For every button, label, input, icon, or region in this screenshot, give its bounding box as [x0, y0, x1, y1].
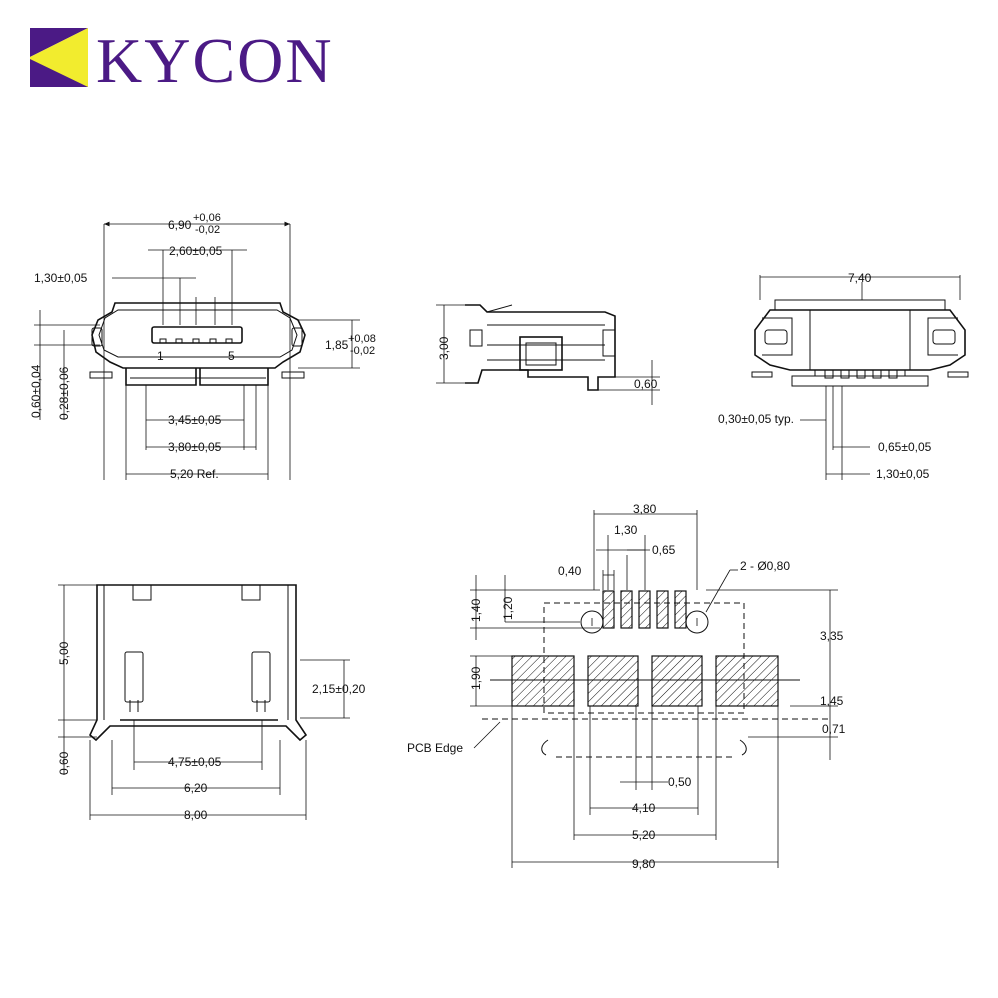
front-width-tol-plus: +0,06	[193, 212, 221, 224]
front-bottom1: 3,45±0,05	[168, 413, 222, 427]
side-view: 3,00 0,60	[436, 304, 660, 405]
fp-right1: 3,35	[820, 629, 844, 643]
fp-top-span: 3,80	[633, 502, 657, 516]
fp-pitch-pair: 1,30	[614, 523, 638, 537]
rear-pin-width: 0,30±0,05 typ.	[718, 412, 794, 426]
side-height: 3,00	[437, 336, 451, 360]
fp-pad-len: 1,40	[469, 598, 483, 622]
logo-triangle-purple-lower	[30, 59, 88, 87]
rear-span: 1,30±0,05	[876, 467, 930, 481]
top-right-height: 2,15±0,20	[312, 682, 366, 696]
top-foot: 0,60	[57, 751, 71, 775]
front-pin1-label: 1	[157, 349, 164, 363]
fp-center: 0,50	[668, 775, 692, 789]
rear-width: 7,40	[848, 271, 872, 285]
top-view: 5,00 0,60 2,15±0,20 4,75±0,05 6,20 8,00	[57, 584, 366, 822]
fp-span1: 4,10	[632, 801, 656, 815]
top-w1: 4,75±0,05	[168, 755, 222, 769]
front-width-tol-minus: -0,02	[195, 224, 220, 236]
front-width-main: 6,90	[168, 218, 192, 232]
pcb-footprint: 3,80 1,30 0,65 0,40 2 - Ø0,80 1,40 1,20 …	[407, 502, 846, 871]
top-length: 5,00	[57, 641, 71, 665]
front-height-tol-plus: +0,08	[348, 333, 376, 345]
top-w3: 8,00	[184, 808, 208, 822]
top-w2: 6,20	[184, 781, 208, 795]
front-pin5-label: 5	[228, 349, 235, 363]
fp-hole-off: 1,20	[501, 596, 515, 620]
front-height-right: 1,85	[325, 338, 349, 352]
rear-view: 7,40 0,30±0,05 typ. 0,65±0,05 1,30±0,05	[718, 271, 969, 481]
front-offset-left: 1,30±0,05	[34, 271, 88, 285]
front-height-tol-minus: -0,02	[350, 345, 375, 357]
front-left-v1: 0,60±0,04	[29, 364, 43, 418]
fp-span2: 5,20	[632, 828, 656, 842]
fp-pitch: 0,65	[652, 543, 676, 557]
fp-pcb-edge: PCB Edge	[407, 741, 463, 755]
front-view: 6,90 +0,06 -0,02 2,60±0,05 1,30±0,05 1,8…	[29, 212, 376, 481]
fp-pad-width: 0,40	[558, 564, 582, 578]
fp-holes: 2 - Ø0,80	[740, 559, 790, 573]
front-bottom3: 5,20 Ref.	[170, 467, 219, 481]
rear-pitch: 0,65±0,05	[878, 440, 932, 454]
side-foot: 0,60	[634, 377, 658, 391]
fp-right3: 0,71	[822, 722, 846, 736]
front-bottom2: 3,80±0,05	[168, 440, 222, 454]
fp-right2: 1,45	[820, 694, 844, 708]
fp-span3: 9,80	[632, 857, 656, 871]
kycon-logo: KYCON	[30, 25, 334, 90]
front-pitch-span: 2,60±0,05	[169, 244, 223, 258]
front-left-v2: 0,28±0,06	[57, 366, 71, 420]
fp-big-pad-h: 1,90	[469, 666, 483, 690]
brand-name: KYCON	[96, 25, 334, 90]
